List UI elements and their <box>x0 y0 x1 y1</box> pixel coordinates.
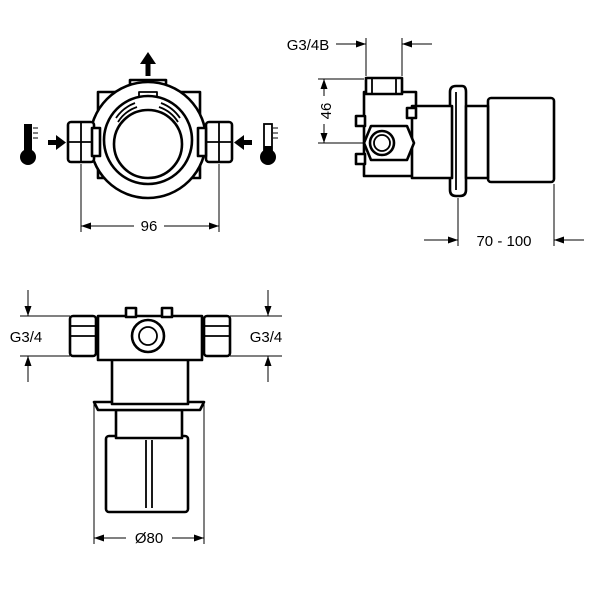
dim-height-label: 46 <box>318 103 335 120</box>
thermometer-cold-icon <box>260 123 278 165</box>
sleeve <box>464 104 490 180</box>
dim-left-thread-label: G3/4 <box>10 329 43 346</box>
side-top-port <box>364 76 404 96</box>
arrow-up-icon <box>140 52 156 76</box>
dim-thread-label: G3/4B <box>287 37 330 54</box>
dim-depth-label: 70 - 100 <box>476 233 531 250</box>
handle <box>486 96 556 184</box>
top-outlet <box>130 318 166 354</box>
dimension-right-thread: G3/4 <box>230 290 282 382</box>
dimension-diameter: Ø80 <box>93 404 205 547</box>
cartridge <box>112 108 184 180</box>
dimension-depth: 70 - 100 <box>424 184 584 250</box>
top-inlet-left <box>68 314 98 358</box>
top-view: G3/4 G3/4 Ø80 <box>10 290 282 547</box>
dimension-width: 96 <box>80 164 220 235</box>
dimension-height: 46 <box>318 78 364 144</box>
inlet-right <box>196 120 234 164</box>
dim-right-thread-label: G3/4 <box>250 329 283 346</box>
cover-plate <box>448 84 468 198</box>
dimension-thread: G3/4B <box>287 37 432 76</box>
dim-diameter-label: Ø80 <box>135 530 163 547</box>
top-inlet-right <box>202 314 232 358</box>
dim-width-label: 96 <box>141 218 158 235</box>
arrow-right-icon <box>48 135 66 150</box>
dimension-left-thread: G3/4 <box>10 290 70 382</box>
side-view: G3/4B 46 70 - 100 <box>287 37 584 250</box>
thermometer-hot-icon <box>20 124 38 165</box>
arrow-left-icon <box>234 135 252 150</box>
front-view: 96 <box>20 52 278 235</box>
inlet-left <box>66 120 102 164</box>
cartridge-ring <box>102 94 194 186</box>
top-handle <box>104 434 190 514</box>
